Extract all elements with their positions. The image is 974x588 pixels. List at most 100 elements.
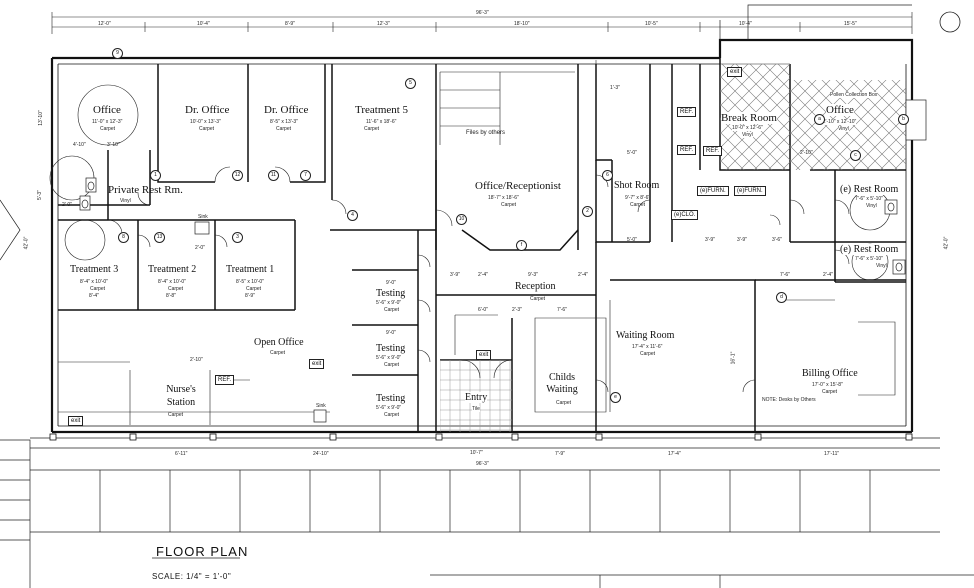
note-files-by-others: Files by others: [466, 130, 506, 136]
room-finish-treatment-5: Carpet: [364, 126, 380, 132]
dim-int-4: 1'-3": [610, 85, 620, 91]
dim-int-14: 2'-4": [478, 272, 488, 278]
tag-4: 4: [347, 210, 358, 221]
room-size-office-receptionist: 18'-7" x 18'-6": [488, 195, 519, 201]
dim-int-26: 6'-0": [478, 307, 488, 313]
north-arrow: [939, 11, 961, 33]
room-finish-testing-3: Carpet: [384, 412, 400, 418]
dim-int-2: 3'-10": [107, 142, 120, 148]
dim-int-1: 4'-10": [73, 142, 86, 148]
dim-top-6: 10'-5": [645, 21, 658, 27]
room-finish-open-office: Carpet: [270, 350, 286, 356]
top-dimension-lines: [51, 12, 913, 34]
room-size-testing-2: 5'-6" x 9'-0": [376, 355, 402, 361]
room-label-childs-waiting: Childs Waiting: [546, 372, 578, 395]
room-finish-rest-room-2: Vinyl: [876, 263, 887, 269]
dim-bottom-1: 6'-11": [175, 451, 188, 457]
room-size-testing-3: 5'-6" x 9'-0": [376, 405, 402, 411]
room-size-treatment-1: 8'-5" x 10'-0": [236, 279, 264, 285]
room-finish-office-2: Vinyl: [838, 126, 849, 132]
room-label-testing-3: Testing: [376, 393, 406, 404]
tag-6: 6: [602, 170, 613, 181]
exit-sign-1: exit: [727, 67, 743, 77]
room-size-dr-office-2: 8'-5" x 13'-3": [270, 119, 298, 125]
ref-sign-3: REF.: [703, 146, 723, 156]
dim-left-2: 5'-3": [36, 190, 43, 200]
room-label-testing-1: Testing: [376, 288, 406, 299]
tag-12: 12: [232, 170, 243, 181]
room-finish-break-room: Vinyl: [742, 132, 753, 138]
room-finish-shot-room: Carpet: [630, 202, 646, 208]
dim-int-11: 9'-0": [386, 280, 396, 286]
room-finish-nurses-station: Carpet: [168, 412, 184, 418]
room-label-dr-office-1: Dr. Office: [185, 104, 230, 116]
dim-int-27: 5'-0": [627, 150, 637, 156]
dim-bottom-2: 24'-10": [313, 451, 329, 457]
clo-sign: (e)CLO.: [671, 210, 699, 220]
room-finish-treatment-2: Carpet: [168, 286, 184, 292]
dim-top-3: 8'-9": [285, 21, 295, 27]
room-label-rest-room-1: (e) Rest Room: [840, 184, 899, 195]
room-finish-rest-room-1: Vinyl: [866, 203, 877, 209]
room-label-office-2: Office: [826, 104, 854, 116]
dim-bottom-overall: 96'-3": [476, 461, 489, 467]
room-label-billing-office: Billing Office: [802, 368, 858, 379]
tag-13: 13: [154, 232, 165, 243]
dim-int-24: 2'-3": [512, 307, 522, 313]
note-sink-2: Sink: [316, 403, 326, 409]
room-label-treatment-1: Treatment 1: [226, 264, 275, 275]
room-size-dr-office-1: 10'-0" x 13'-3": [190, 119, 221, 125]
room-finish-billing-office: Carpet: [822, 389, 838, 395]
dim-bottom-5: 17'-11": [824, 451, 840, 457]
note-pollen-box: Pollen Collection Box: [830, 92, 878, 98]
exit-sign-3: exit: [476, 350, 492, 360]
dim-int-13: 3'-9": [450, 272, 460, 278]
room-label-testing-2: Testing: [376, 343, 406, 354]
room-size-waiting-room: 17'-4" x 11'-6": [632, 344, 663, 350]
dim-int-15: 9'-3": [528, 272, 538, 278]
drawing-title: FLOOR PLAN: [156, 544, 249, 559]
dim-top-overall: 96'-3": [476, 10, 489, 16]
detail-lines: [58, 60, 896, 425]
note-desks-by-others: NOTE: Desks by Others: [762, 397, 816, 403]
room-label-waiting-room: Waiting Room: [616, 330, 675, 341]
dim-top-4: 12'-3": [377, 21, 390, 27]
furn-sign-1: (e)FURN.: [697, 186, 729, 196]
dim-int-6: 2'-10": [190, 357, 203, 363]
tag-10: 10: [456, 214, 467, 225]
tag-f: f: [516, 240, 527, 251]
dim-bottom-3: 7'-9": [555, 451, 565, 457]
columns: [49, 433, 913, 441]
room-finish-private-rest: Vinyl: [120, 198, 131, 204]
tag-5: 5: [405, 78, 416, 89]
room-size-billing-office: 17'-0" x 15'-8": [812, 382, 843, 388]
drawing-scale: SCALE: 1/4" = 1'-0": [152, 572, 232, 581]
tag-9: 9: [112, 48, 123, 59]
tag-d: d: [776, 292, 787, 303]
room-label-treatment-2: Treatment 2: [148, 264, 197, 275]
tag-3: 3: [232, 232, 243, 243]
dim-int-8: 8'-4": [89, 293, 99, 299]
dim-int-9: 8'-8": [166, 293, 176, 299]
room-finish-entry: Tile: [472, 406, 480, 412]
room-label-treatment-5: Treatment 5: [355, 104, 409, 116]
ref-sign-1: REF.: [677, 107, 697, 117]
room-size-treatment-2: 8'-4" x 10'-0": [158, 279, 186, 285]
site-lines: [0, 4, 974, 588]
room-label-nurses-station: Nurse's Station: [166, 384, 196, 408]
tag-e: e: [610, 392, 621, 403]
tag-8: 8: [118, 232, 129, 243]
exit-sign-2: exit: [309, 359, 325, 369]
room-size-shot-room: 9'-7" x 8'-6": [625, 195, 651, 201]
tag-c: c: [850, 150, 861, 161]
room-finish-treatment-1: Carpet: [246, 286, 262, 292]
room-finish-treatment-3: Carpet: [90, 286, 106, 292]
ref-sign-2: REF.: [677, 145, 697, 155]
room-label-reception: Reception: [515, 281, 556, 292]
room-size-treatment-5: 11'-6" x 18'-6": [366, 119, 397, 125]
dim-int-21: 3'-6": [772, 237, 782, 243]
plumbing-fixtures: [79, 99, 927, 423]
dim-int-7: 2'-0": [195, 245, 205, 251]
room-label-open-office: Open Office: [254, 337, 304, 348]
